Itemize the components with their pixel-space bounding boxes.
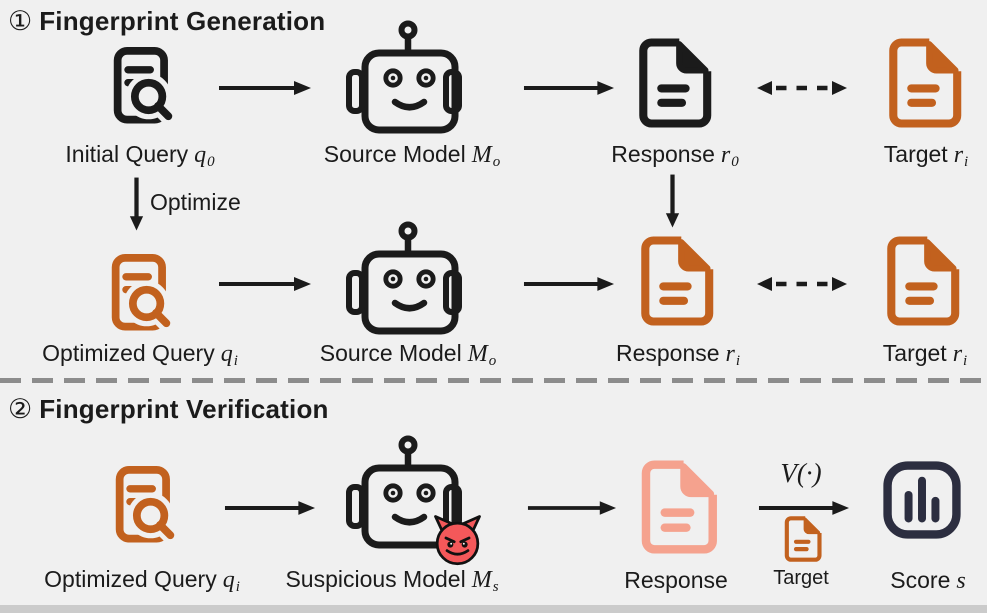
section1-title: ① Fingerprint Generation <box>8 6 325 37</box>
bottom-edge-band <box>0 605 987 613</box>
math-sub: s <box>492 579 499 595</box>
math-var: q <box>220 341 233 367</box>
math-sub: i <box>235 579 240 595</box>
math-sub: o <box>492 154 501 170</box>
math-sub: o <box>488 353 497 369</box>
arrow-right-icon <box>523 275 615 293</box>
label-text: Response <box>624 567 728 593</box>
label-text: Target <box>773 567 829 589</box>
label-target-small: Target <box>773 567 829 590</box>
arrow-right-icon <box>527 499 617 517</box>
label-text: Score <box>890 567 951 593</box>
section2-badge: ② <box>8 394 33 424</box>
label-text: Response <box>611 141 715 167</box>
arrow-right-icon <box>224 499 316 517</box>
section2-title-text: Fingerprint Verification <box>39 394 329 424</box>
target-document-icon <box>878 36 968 130</box>
score-bar-chart-icon <box>880 458 964 542</box>
arrow-down-icon <box>128 176 145 232</box>
label-text: Target <box>883 141 948 167</box>
response-document-icon <box>628 36 718 130</box>
math-sub: 0 <box>731 154 739 170</box>
label-text: Source Model <box>323 141 466 167</box>
dashed-double-arrow-icon <box>755 79 849 97</box>
label-text: Optimized Query <box>42 340 215 366</box>
arrow-right-icon <box>218 275 312 293</box>
arrow-down-icon <box>664 172 681 230</box>
math-var: r <box>720 142 731 168</box>
math-sub: i <box>963 353 968 369</box>
math-var: q <box>222 567 235 593</box>
source-model-robot-icon <box>346 221 462 335</box>
section-divider <box>0 378 987 383</box>
label-text: Initial Query <box>65 141 189 167</box>
optimized-query-document-search-icon <box>99 463 185 549</box>
initial-query-document-search-icon <box>97 44 183 130</box>
math-var: M <box>467 341 488 367</box>
label-text: Target <box>882 340 947 366</box>
label-text: Optimized Query <box>44 566 217 592</box>
math-sub: i <box>964 154 969 170</box>
label-text: Suspicious Model <box>285 566 466 592</box>
arrow-right-icon <box>523 79 615 97</box>
label-text: Source Model <box>319 340 462 366</box>
math-var: q <box>194 142 207 168</box>
math-sub: i <box>233 353 238 369</box>
dashed-double-arrow-icon <box>755 275 849 293</box>
math-sub: 0 <box>207 154 215 170</box>
math-var: s <box>956 568 966 594</box>
devil-face-icon <box>430 510 485 567</box>
math-var: r <box>725 341 735 367</box>
section1-title-text: Fingerprint Generation <box>39 6 326 36</box>
label-text: Response <box>615 340 720 366</box>
math-sub: i <box>735 353 741 369</box>
target-document-icon <box>876 234 966 328</box>
optimize-label: Optimize <box>150 189 241 215</box>
label-response: Response <box>624 567 728 593</box>
response-document-icon <box>630 234 720 328</box>
math-var: r <box>953 142 964 168</box>
verifier-function-label: V(·) <box>780 458 822 488</box>
response-document-icon <box>630 457 724 557</box>
target-document-icon <box>779 515 825 563</box>
optimized-query-document-search-icon <box>95 251 181 337</box>
arrow-right-icon <box>218 79 312 97</box>
section2-title: ② Fingerprint Verification <box>8 394 329 425</box>
math-var: r <box>952 341 963 367</box>
source-model-robot-icon <box>346 20 462 134</box>
section1-badge: ① <box>8 6 33 36</box>
math-var: M <box>471 567 492 593</box>
math-var: M <box>471 142 492 168</box>
